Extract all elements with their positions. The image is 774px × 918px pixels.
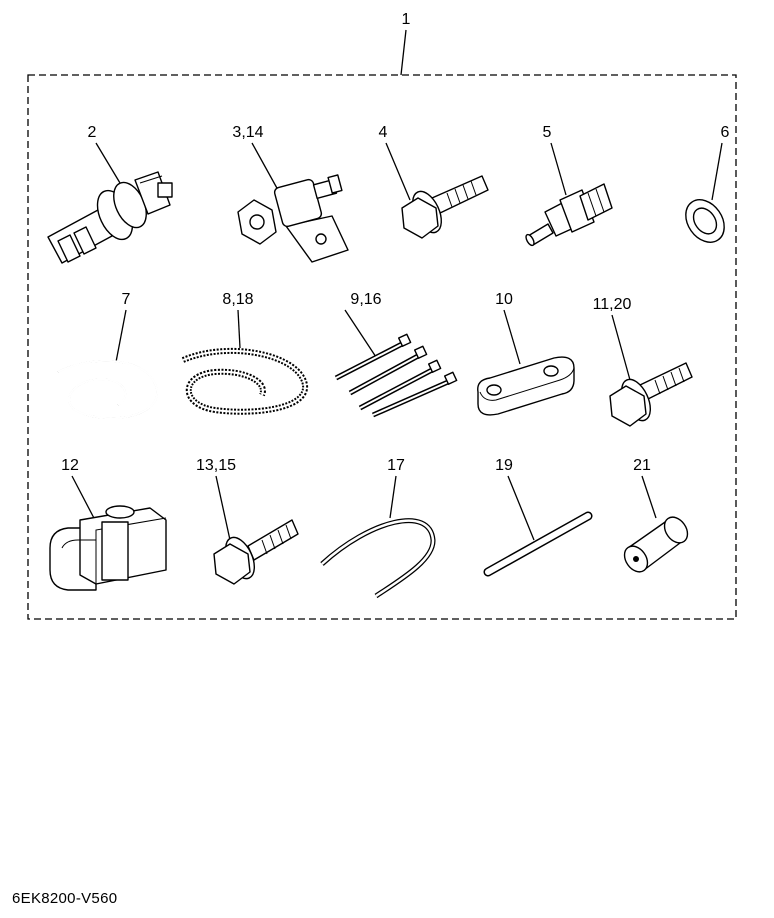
part-13-15: 13,15 [196, 457, 299, 585]
clamp-icon [49, 505, 167, 591]
part-label-7: 7 [122, 291, 131, 308]
part-label-2: 2 [88, 124, 97, 141]
part-7: 7 [57, 291, 159, 420]
part-label-8-18: 8,18 [222, 291, 253, 308]
part-4: 4 [379, 124, 489, 239]
pressure-sensor-icon [47, 171, 173, 264]
hose-icon [320, 518, 436, 599]
flange-bolt-icon-11-20 [609, 362, 693, 427]
part-6: 6 [685, 124, 730, 243]
part-10: 10 [477, 291, 575, 416]
coiled-tube-icon [57, 359, 159, 420]
part-label-4: 4 [379, 124, 388, 141]
fitting-bracket-icon [237, 174, 349, 263]
part-5: 5 [525, 124, 613, 247]
kit-label: 1 [402, 11, 411, 28]
part-label-3-14: 3,14 [232, 124, 263, 141]
part-19: 19 [483, 457, 593, 577]
part-label-6: 6 [721, 124, 730, 141]
diagram-code: 6EK8200-V560 [12, 890, 118, 907]
washer-icon [685, 199, 725, 243]
part-9-16: 9,16 [334, 291, 458, 418]
part-11-20: 11,20 [593, 296, 693, 427]
flange-bolt-icon-4 [401, 175, 489, 239]
part-label-19: 19 [495, 457, 513, 474]
part-8-18: 8,18 [181, 291, 308, 415]
part-3-14: 3,14 [232, 124, 349, 263]
kit-border [27, 74, 737, 620]
part-21: 21 [623, 457, 689, 573]
part-2: 2 [47, 124, 173, 264]
hose-nipple-icon [525, 183, 613, 247]
part-label-5: 5 [543, 124, 552, 141]
rod-icon [483, 511, 593, 577]
spiral-tube-icon [181, 347, 308, 415]
part-label-21: 21 [633, 457, 651, 474]
part-label-13-15: 13,15 [196, 457, 236, 474]
cable-ties-icon [334, 333, 458, 418]
part-label-9-16: 9,16 [350, 291, 381, 308]
part-label-11-20: 11,20 [593, 296, 632, 313]
part-label-12: 12 [61, 457, 79, 474]
part-12: 12 [49, 457, 167, 591]
part-label-17: 17 [387, 457, 405, 474]
part-17: 17 [320, 457, 436, 599]
collar-icon [623, 516, 689, 573]
part-label-10: 10 [495, 291, 513, 308]
flange-bolt-icon-13-15 [213, 519, 299, 585]
plate-icon [477, 356, 575, 416]
